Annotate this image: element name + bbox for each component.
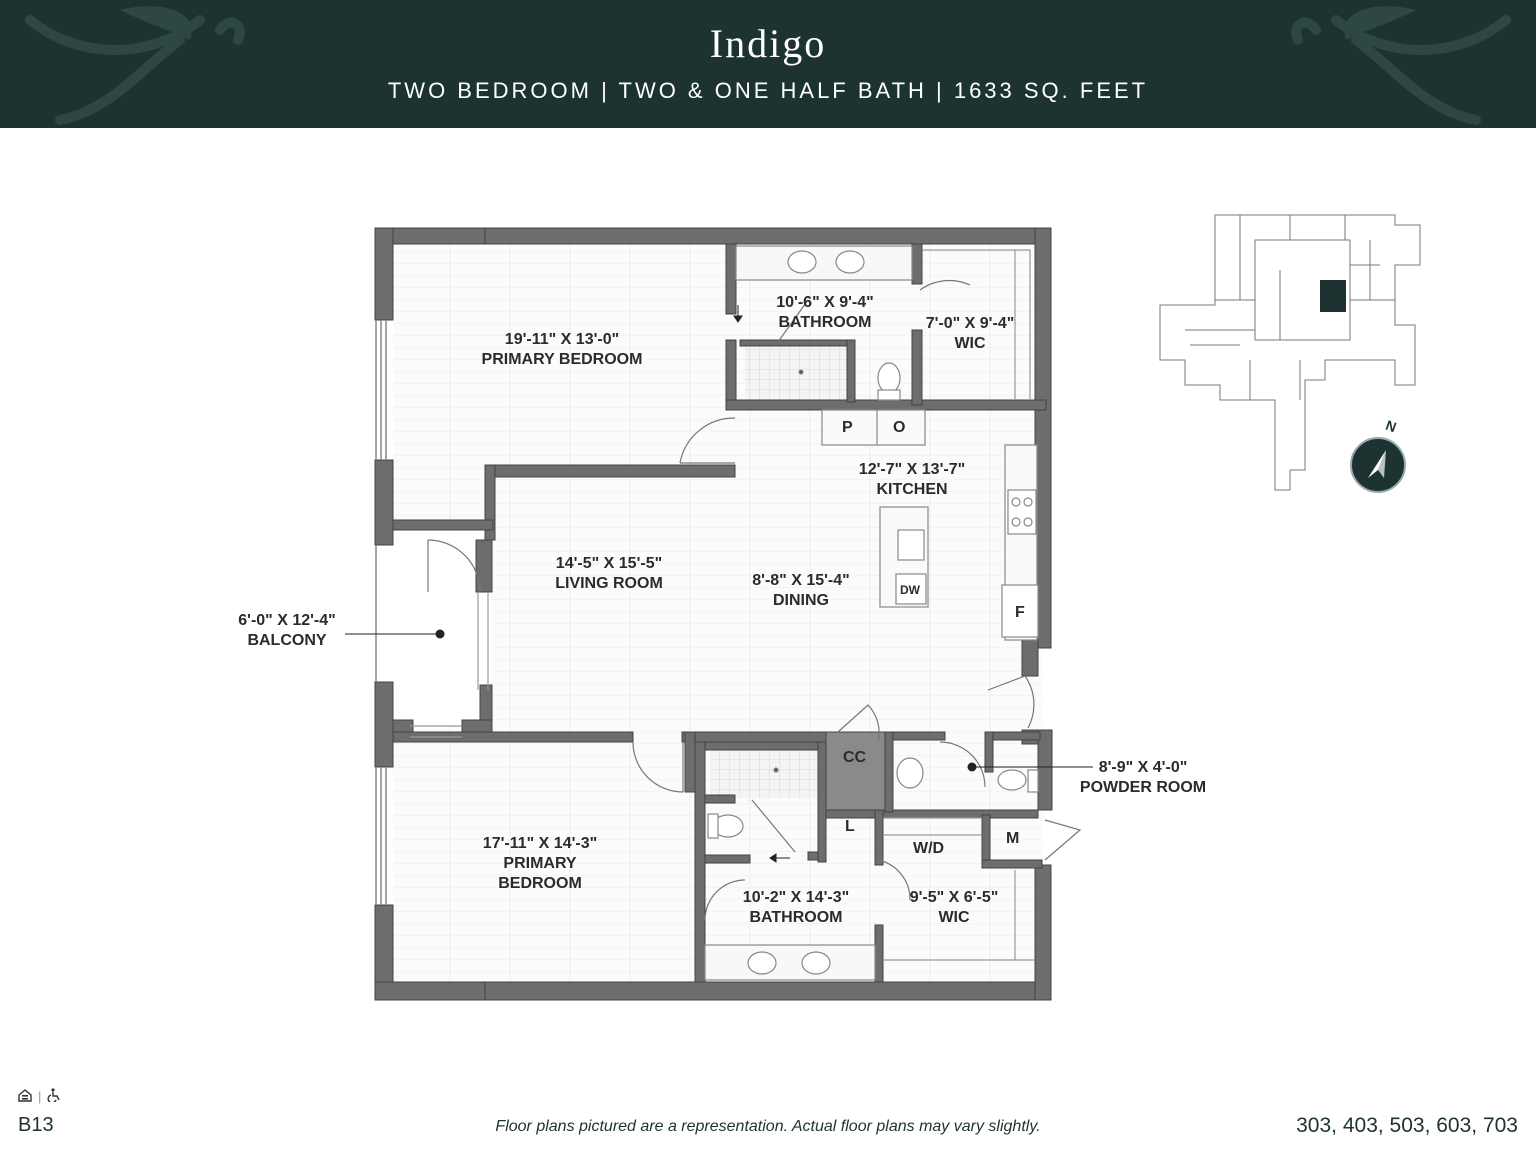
disclaimer: Floor plans pictured are a representatio…: [495, 1118, 1041, 1135]
unit-code: B13: [18, 1114, 54, 1136]
outer-walls: [374, 227, 1053, 1001]
equal-housing-accessibility: |: [18, 1088, 61, 1105]
door-swings: [427, 279, 1082, 921]
ornament-right-icon: [1291, 6, 1511, 125]
floor-plan: [345, 214, 1421, 1001]
floor-areas: [393, 244, 1043, 986]
icon-divider: |: [38, 1089, 42, 1104]
key-plan: [1159, 214, 1421, 491]
unit-location-marker: [1320, 280, 1346, 312]
header: Indigo TWO BEDROOM | TWO & ONE HALF BATH…: [0, 0, 1536, 128]
unit-summary: TWO BEDROOM | TWO & ONE HALF BATH | 1633…: [387, 78, 1149, 103]
ornament-left-icon: [25, 6, 245, 125]
closets: [883, 249, 1035, 961]
leader-lines: [345, 305, 1093, 863]
page-title: Indigo: [709, 21, 827, 66]
balcony-rail: [410, 592, 489, 738]
bath-fixtures: [704, 245, 1039, 981]
accessibility-icon: [47, 1088, 61, 1105]
unit-numbers: 303, 403, 503, 603, 703: [1296, 1114, 1518, 1137]
equal-housing-icon: [18, 1088, 32, 1105]
windows: [375, 320, 387, 905]
compass-icon: [1350, 437, 1406, 493]
kitchen-fixtures: [821, 409, 1039, 641]
interior-walls: [392, 243, 1047, 983]
